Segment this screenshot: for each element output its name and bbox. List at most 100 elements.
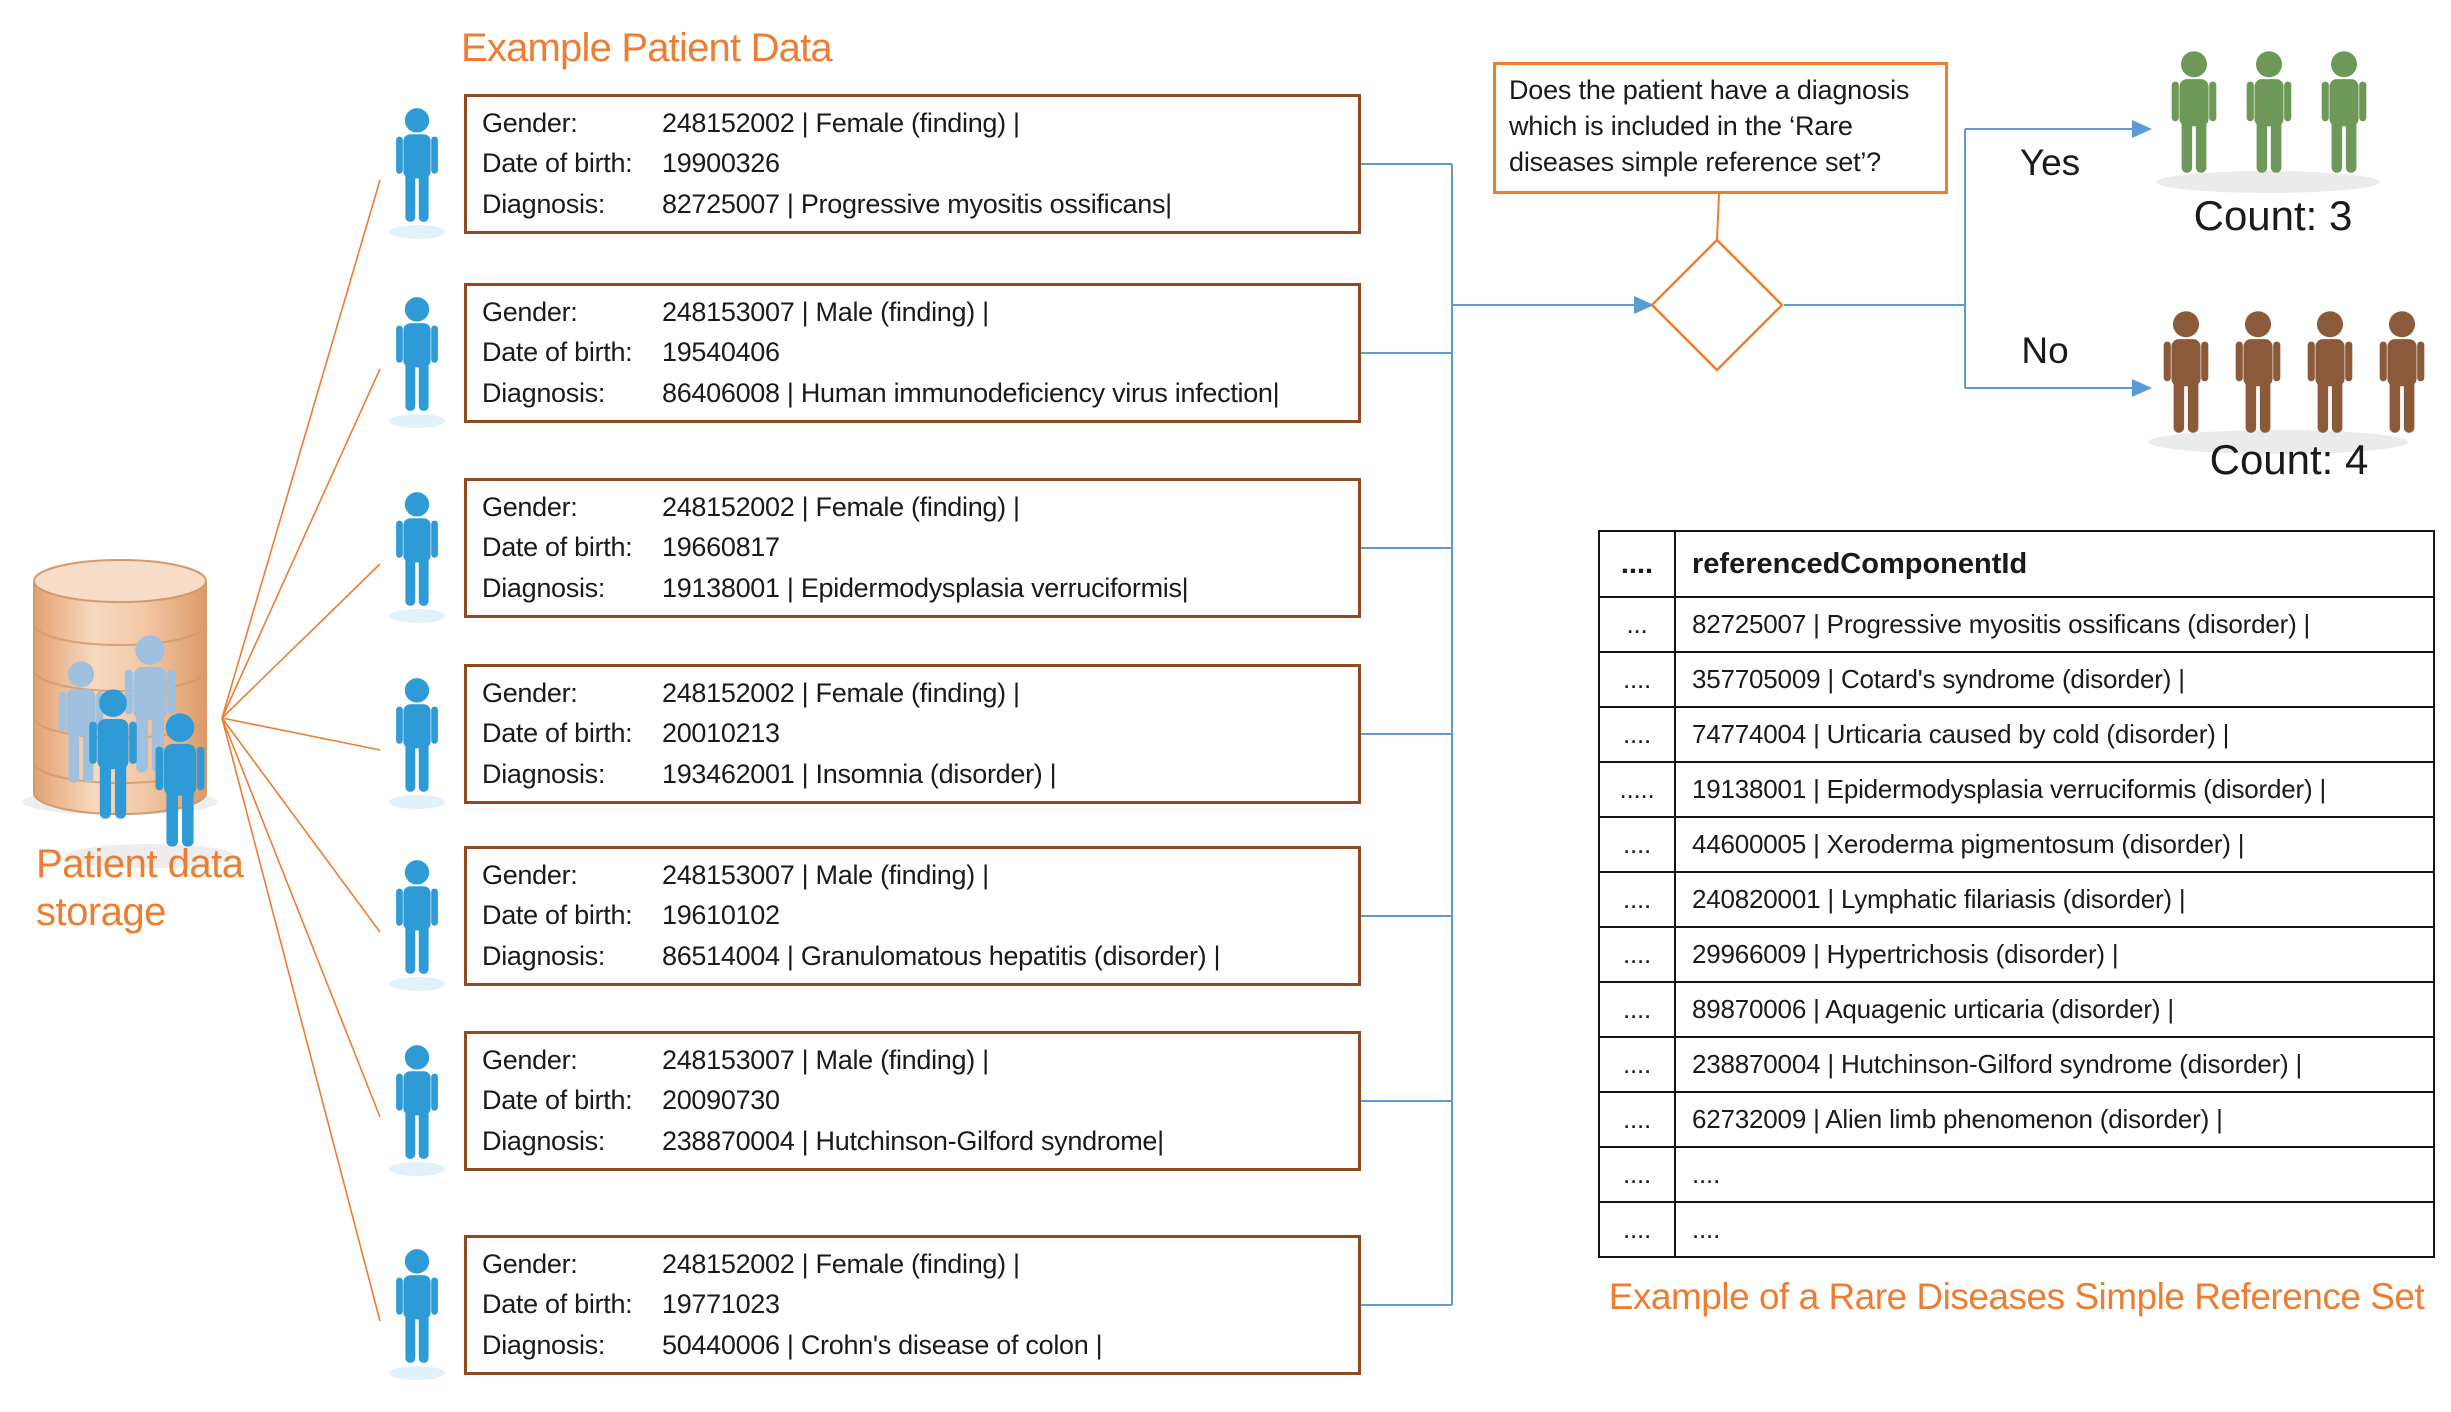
- patient-icon-reflection: [389, 609, 445, 623]
- gender-value: 248152002 | Female (finding) |: [662, 1248, 1020, 1279]
- table-cell-dots: ....: [1598, 651, 1676, 708]
- dob-row: Date of birth: 20010213: [482, 718, 1352, 749]
- gender-row: Gender: 248152002 | Female (finding) |: [482, 1249, 1352, 1280]
- no-group-shadow: [2148, 430, 2408, 454]
- green-person-icon: [2321, 51, 2367, 173]
- table-cell-ref: 62732009 | Alien limb phenomenon (disord…: [1674, 1091, 2435, 1148]
- diagnosis-row: Diagnosis: 50440006 | Crohn's disease of…: [482, 1330, 1352, 1361]
- database-band: [33, 669, 207, 692]
- dob-label: Date of birth:: [482, 532, 633, 563]
- patient-icons-group: [389, 108, 445, 1380]
- dob-value: 19610102: [662, 900, 780, 931]
- table-cell-ref: 29966009 | Hypertrichosis (disorder) |: [1674, 926, 2435, 983]
- yes-arrowhead-icon: [2132, 120, 2152, 138]
- patient-icon: [396, 108, 438, 222]
- gender-row: Gender: 248153007 | Male (finding) |: [482, 860, 1352, 891]
- diagnosis-value: 82725007 | Progressive myositis ossifica…: [662, 189, 1172, 220]
- dob-row: Date of birth: 19771023: [482, 1289, 1352, 1320]
- diagnosis-value: 86514004 | Granulomatous hepatitis (diso…: [662, 941, 1221, 972]
- diagnosis-row: Diagnosis: 82725007 | Progressive myosit…: [482, 189, 1352, 220]
- diagnosis-value: 19138001 | Epidermodysplasia verruciform…: [662, 573, 1189, 604]
- gender-row: Gender: 248153007 | Male (finding) |: [482, 1045, 1352, 1076]
- patient-record-box: Gender: 248152002 | Female (finding) | D…: [464, 664, 1361, 804]
- gender-row: Gender: 248153007 | Male (finding) |: [482, 297, 1352, 328]
- yes-count-label: Count: 3: [2193, 192, 2353, 239]
- dob-value: 19900326: [662, 148, 780, 179]
- patient-icon-reflection: [389, 414, 445, 428]
- diagnosis-label: Diagnosis:: [482, 1126, 606, 1157]
- yes-people-group: [2171, 51, 2367, 173]
- patient-icon-reflection: [389, 1162, 445, 1176]
- brown-person-icon: [2163, 311, 2209, 433]
- table-row: .... 62732009 | Alien limb phenomenon (d…: [1598, 1091, 2435, 1148]
- patient-icon: [396, 1045, 438, 1159]
- brown-person-icon: [2235, 311, 2281, 433]
- diagnosis-row: Diagnosis: 19138001 | Epidermodysplasia …: [482, 573, 1352, 604]
- reference-set-table: .... referencedComponentId ... 82725007 …: [1598, 530, 2435, 1258]
- table-cell-dots: ....: [1598, 1036, 1676, 1093]
- table-header-row: .... referencedComponentId: [1598, 530, 2435, 598]
- table-cell-dots: ....: [1598, 816, 1676, 873]
- patient-record-box: Gender: 248152002 | Female (finding) | D…: [464, 478, 1361, 618]
- decision-stem-line: [1716, 193, 1720, 241]
- table-cell-dots: ....: [1598, 1146, 1676, 1203]
- decision-arrowhead-icon: [1634, 296, 1654, 314]
- brown-person-icon: [2379, 311, 2425, 433]
- table-cell-dots: ....: [1598, 706, 1676, 763]
- storage-fan-line: [221, 368, 381, 719]
- brown-person-icon: [2307, 311, 2353, 433]
- green-person-icon: [2246, 51, 2292, 173]
- patient-record-box: Gender: 248153007 | Male (finding) | Dat…: [464, 283, 1361, 423]
- patient-record-box: Gender: 248152002 | Female (finding) | D…: [464, 94, 1361, 234]
- storage-fan-line: [221, 717, 381, 1322]
- table-cell-ref: 44600005 | Xeroderma pigmentosum (disord…: [1674, 816, 2435, 873]
- gender-value: 248153007 | Male (finding) |: [662, 296, 989, 327]
- diagnosis-row: Diagnosis: 86406008 | Human immunodefici…: [482, 378, 1352, 409]
- patient-icon: [396, 678, 438, 792]
- table-row: .... 240820001 | Lymphatic filariasis (d…: [1598, 871, 2435, 928]
- dob-value: 19540406: [662, 337, 780, 368]
- gender-label: Gender:: [482, 491, 578, 522]
- dob-label: Date of birth:: [482, 900, 633, 931]
- gender-row: Gender: 248152002 | Female (finding) |: [482, 678, 1352, 709]
- table-cell-ref: 89870006 | Aquagenic urticaria (disorder…: [1674, 981, 2435, 1038]
- dob-row: Date of birth: 20090730: [482, 1085, 1352, 1116]
- patient-icon: [396, 492, 438, 606]
- table-cell-ref: ....: [1674, 1201, 2435, 1258]
- dob-row: Date of birth: 19900326: [482, 148, 1352, 179]
- record-connector-lines: [1361, 163, 1452, 1306]
- gender-value: 248152002 | Female (finding) |: [662, 107, 1020, 138]
- table-cell-ref: 238870004 | Hutchinson-Gilford syndrome …: [1674, 1036, 2435, 1093]
- gender-value: 248153007 | Male (finding) |: [662, 1044, 989, 1075]
- no-arrowhead-icon: [2132, 379, 2152, 397]
- table-cell-ref: 357705009 | Cotard's syndrome (disorder)…: [1674, 651, 2435, 708]
- dob-value: 19771023: [662, 1289, 780, 1320]
- storage-fan-line: [221, 717, 381, 1118]
- table-cell-dots: ....: [1598, 1201, 1676, 1258]
- table-cell-ref: 74774004 | Urticaria caused by cold (dis…: [1674, 706, 2435, 763]
- table-row: ..... 19138001 | Epidermodysplasia verru…: [1598, 761, 2435, 818]
- gender-value: 248152002 | Female (finding) |: [662, 677, 1020, 708]
- diagnosis-row: Diagnosis: 193462001 | Insomnia (disorde…: [482, 759, 1352, 790]
- table-row: ... 82725007 | Progressive myositis ossi…: [1598, 596, 2435, 653]
- storage-fan-line: [221, 717, 381, 751]
- diagnosis-label: Diagnosis:: [482, 759, 606, 790]
- dob-value: 20090730: [662, 1085, 780, 1116]
- diagnosis-label: Diagnosis:: [482, 573, 606, 604]
- dob-value: 20010213: [662, 718, 780, 749]
- patient-icon: [396, 860, 438, 974]
- patient-icon-reflection: [389, 795, 445, 809]
- table-row: .... 89870006 | Aquagenic urticaria (dis…: [1598, 981, 2435, 1038]
- table-cell-ref: 19138001 | Epidermodysplasia verruciform…: [1674, 761, 2435, 818]
- gender-label: Gender:: [482, 107, 578, 138]
- diagnosis-row: Diagnosis: 238870004 | Hutchinson-Gilfor…: [482, 1126, 1352, 1157]
- storage-fan-lines: [221, 179, 381, 1322]
- table-cell-ref: 82725007 | Progressive myositis ossifica…: [1674, 596, 2435, 653]
- page-title: Example Patient Data: [461, 26, 833, 70]
- table-row: .... 357705009 | Cotard's syndrome (diso…: [1598, 651, 2435, 708]
- dob-label: Date of birth:: [482, 1085, 633, 1116]
- table-row: .... 238870004 | Hutchinson-Gilford synd…: [1598, 1036, 2435, 1093]
- table-cell-ref: ....: [1674, 1146, 2435, 1203]
